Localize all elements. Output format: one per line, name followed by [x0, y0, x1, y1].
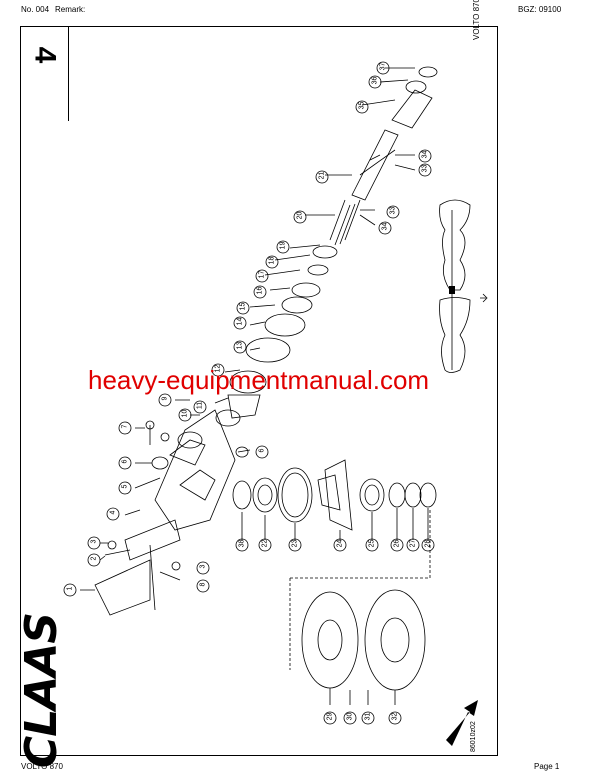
- footer-page: Page 1: [534, 762, 560, 771]
- callout-15: 15: [239, 302, 247, 311]
- callout-36: 36: [371, 76, 379, 85]
- callout-3: 3: [90, 539, 98, 544]
- callout-14: 14: [236, 317, 244, 326]
- bgz-code: BGZ: 09100: [518, 5, 562, 14]
- callout-38: 38: [238, 539, 246, 548]
- callout-20: 20: [296, 211, 304, 220]
- callout-26: 26: [393, 539, 401, 548]
- callout-12: 12: [214, 364, 222, 373]
- callout-21: 21: [318, 171, 326, 180]
- callout-7: 7: [121, 424, 129, 429]
- callout-27: 27: [409, 539, 417, 548]
- callout-29: 29: [326, 712, 334, 721]
- callout-18: 18: [268, 256, 276, 265]
- callout-6: 6: [121, 459, 129, 464]
- callout-17: 17: [258, 270, 266, 279]
- callout-22: 22: [261, 539, 269, 548]
- callout-13: 13: [236, 341, 244, 350]
- callout-5: 5: [121, 484, 129, 489]
- doc-number: No. 004: [21, 5, 50, 14]
- drawing-frame: [20, 26, 498, 756]
- callout-23: 23: [291, 539, 299, 548]
- callout-33: 33: [421, 164, 429, 173]
- callout-3: 3: [199, 564, 207, 569]
- callout-9: 9: [161, 396, 169, 401]
- callout-31: 31: [364, 712, 372, 721]
- callout-1: 1: [66, 586, 74, 591]
- callout-10: 10: [181, 409, 189, 418]
- callout-4: 4: [109, 510, 117, 515]
- callout-28: 28: [424, 539, 432, 548]
- callout-30: 30: [346, 712, 354, 721]
- callout-35: 35: [358, 101, 366, 110]
- remark-label: Remark:: [55, 5, 86, 14]
- callout-37: 37: [379, 62, 387, 71]
- callout-16: 16: [256, 286, 264, 295]
- footer-model: VOLTO 870: [21, 762, 63, 771]
- callout-8: 8: [199, 582, 207, 587]
- callout-24: 24: [336, 539, 344, 548]
- callout-19: 19: [279, 241, 287, 250]
- callout-6: 6: [258, 448, 266, 453]
- callout-34: 34: [421, 150, 429, 159]
- callout-2: 2: [90, 556, 98, 561]
- callout-circles: [63, 61, 435, 725]
- callout-32: 32: [391, 712, 399, 721]
- callout-11: 11: [196, 401, 204, 410]
- watermark-text: heavy-equipmentmanual.com: [88, 365, 430, 395]
- callout-34: 34: [381, 222, 389, 231]
- callout-25: 25: [368, 539, 376, 548]
- callout-33: 33: [389, 206, 397, 215]
- tab-divider: [68, 26, 69, 121]
